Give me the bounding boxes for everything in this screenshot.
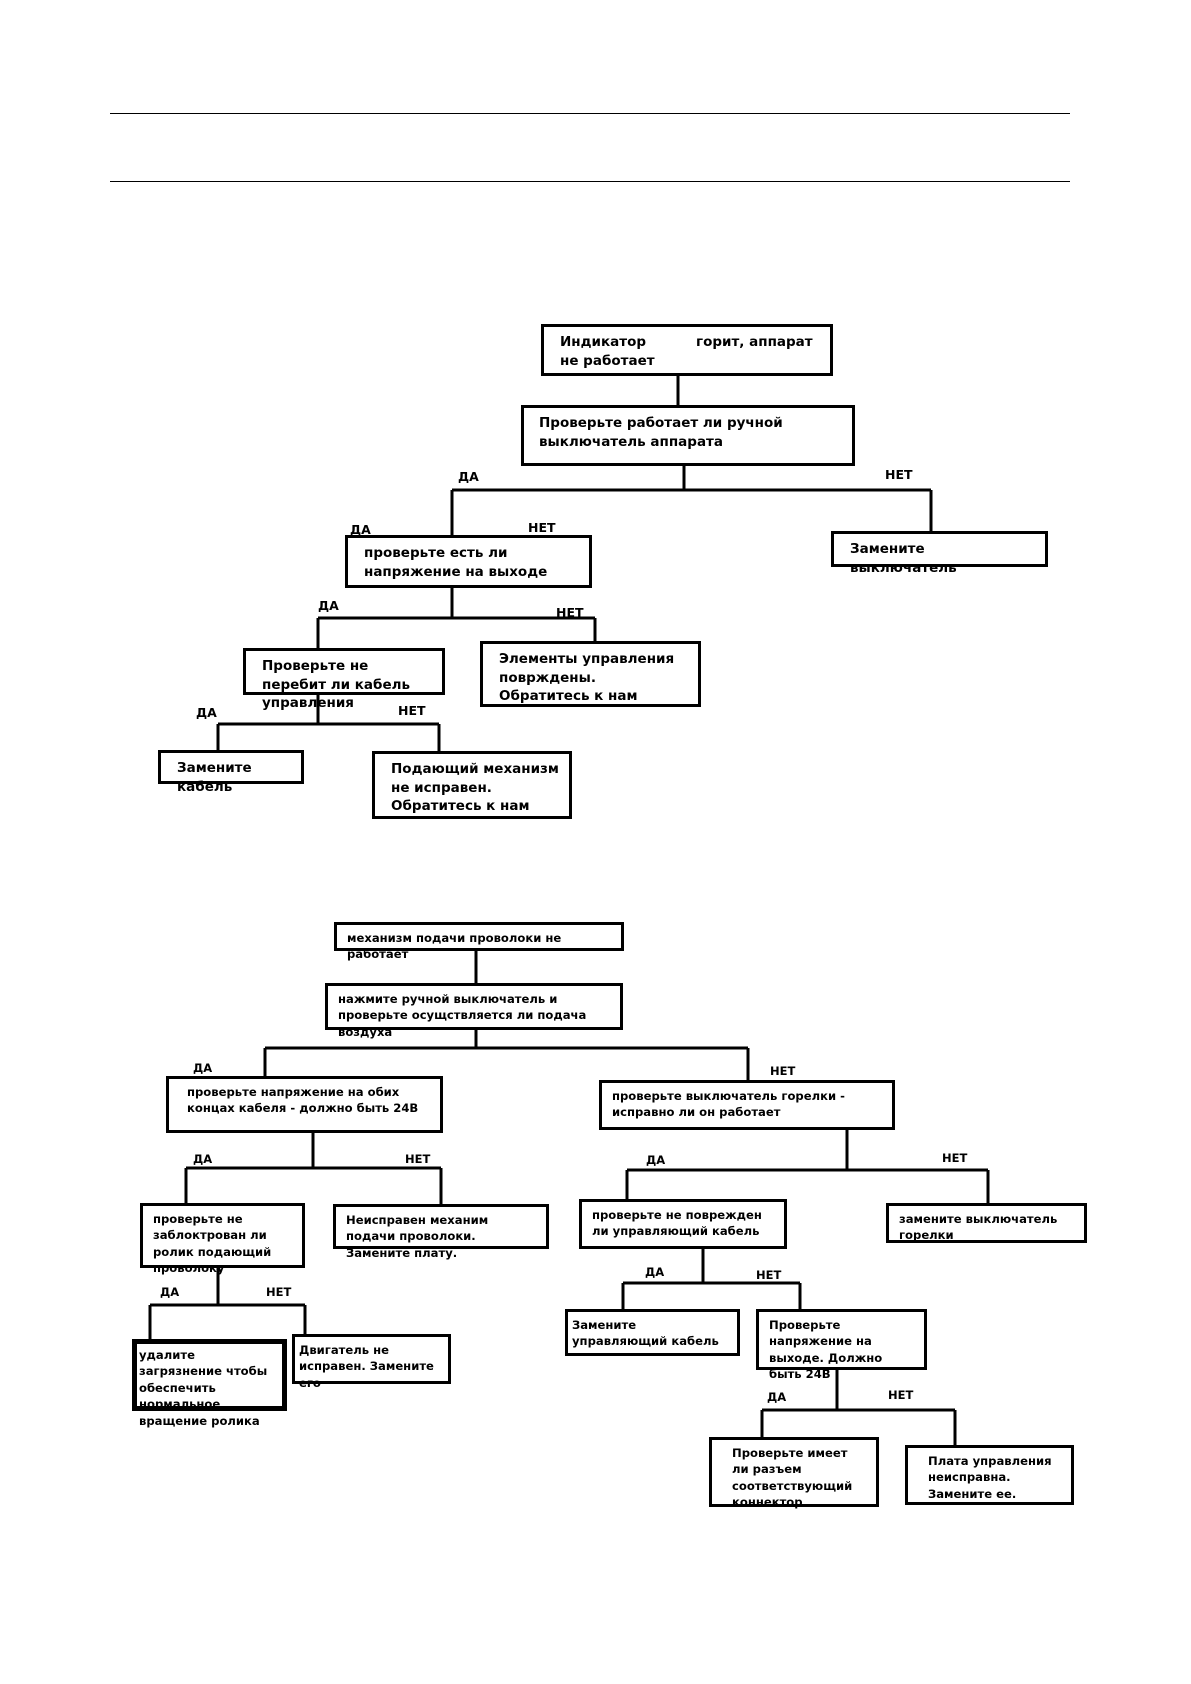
node-press-switch-check-air: нажмите ручной выключатель и проверьте о… bbox=[325, 983, 623, 1039]
node-control-board-faulty: Плата управления неисправна. Замените ее… bbox=[905, 1445, 1074, 1505]
label-yes: ДА bbox=[318, 598, 339, 613]
node-check-control-cable-damage: проверьте не поврежден ли управляющий ка… bbox=[579, 1199, 787, 1249]
node-indicator-lit-text-1: Индикатор bbox=[560, 334, 647, 350]
label-yes: ДА bbox=[767, 1390, 787, 1404]
label-yes: ДА bbox=[193, 1061, 213, 1075]
label-no: НЕТ bbox=[770, 1064, 796, 1078]
node-feeder-faulty: Подающий механизм не исправен. Обратитес… bbox=[372, 751, 572, 819]
label-yes: ДА bbox=[645, 1265, 665, 1279]
node-check-connector: Проверьте имеет ли разъем соответствующи… bbox=[709, 1437, 879, 1509]
node-controls-damaged: Элементы управления поврждены. Обратитес… bbox=[480, 641, 701, 707]
header-rule-bottom bbox=[110, 181, 1070, 182]
label-yes: ДА bbox=[350, 522, 371, 537]
node-motor-faulty: Двигатель не исправен. Замените его bbox=[292, 1334, 451, 1390]
node-remove-dirt: удалите загрязнение чтобы обеспечить нор… bbox=[132, 1339, 287, 1428]
node-replace-switch: Замените выключатель bbox=[831, 531, 1048, 576]
label-yes: ДА bbox=[193, 1152, 213, 1166]
label-yes: ДА bbox=[160, 1285, 180, 1299]
node-feeder-faulty-replace-board: Неисправен механим подачи проволоки. Зам… bbox=[333, 1204, 549, 1260]
node-check-output-voltage: проверьте есть ли напряжение на выходе bbox=[345, 535, 592, 588]
label-yes: ДА bbox=[196, 705, 217, 720]
node-check-manual-switch: Проверьте работает ли ручной выключатель… bbox=[521, 405, 855, 466]
node-indicator-lit-text-2: горит, аппарат не работает bbox=[560, 334, 813, 369]
label-no: НЕТ bbox=[528, 520, 556, 535]
label-no: НЕТ bbox=[942, 1151, 968, 1165]
label-no: НЕТ bbox=[398, 703, 426, 718]
node-check-output-voltage-24v: Проверьте напряжение на выходе. Должно б… bbox=[756, 1309, 927, 1381]
node-wire-feeder-not-working: механизм подачи проволоки не работает bbox=[334, 922, 624, 961]
label-no: НЕТ bbox=[405, 1152, 431, 1166]
label-no: НЕТ bbox=[885, 467, 913, 482]
label-yes: ДА bbox=[458, 469, 479, 484]
node-check-torch-switch: проверьте выключатель горелки - исправно… bbox=[599, 1080, 895, 1130]
node-replace-cable: Замените кабель bbox=[158, 750, 304, 795]
label-no: НЕТ bbox=[888, 1388, 914, 1402]
header-rule-top bbox=[110, 113, 1070, 114]
label-no: НЕТ bbox=[266, 1285, 292, 1299]
label-no: НЕТ bbox=[556, 605, 584, 620]
node-replace-control-cable: Замените управляющий кабель bbox=[565, 1309, 740, 1356]
node-check-control-cable: Проверьте не перебит ли кабель управлени… bbox=[243, 648, 445, 711]
node-check-roller: проверьте не заблоктрован ли ролик подаю… bbox=[140, 1203, 305, 1275]
label-yes: ДА bbox=[646, 1153, 666, 1167]
label-no: НЕТ bbox=[756, 1268, 782, 1282]
node-check-cable-voltage: проверьте напряжение на обих концах кабе… bbox=[166, 1076, 443, 1133]
node-replace-torch-switch: замените выключатель горелки bbox=[886, 1203, 1087, 1243]
